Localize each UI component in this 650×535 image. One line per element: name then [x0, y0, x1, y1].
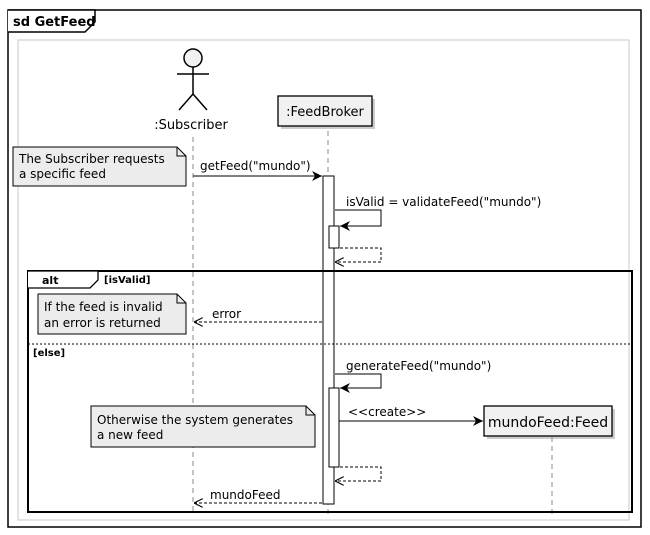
msg-create-label: <<create>> — [348, 405, 426, 419]
note-generate — [90, 405, 316, 448]
broker-activation-main — [322, 175, 335, 505]
alt-guard: [isValid] — [104, 275, 150, 286]
msg-validate-arrow — [335, 209, 382, 231]
feed-head — [483, 405, 613, 437]
frame-title: sd GetFeed — [13, 15, 96, 30]
alt-label: alt — [42, 274, 58, 287]
note-invalid — [37, 293, 187, 335]
note-invalid-line2: an error is returned — [44, 316, 161, 330]
note-request-line2: a specific feed — [19, 167, 106, 181]
msg-generate-arrow — [335, 373, 382, 393]
note-invalid-line1: If the feed is invalid — [44, 300, 163, 314]
inner-frame — [17, 39, 630, 521]
note-generate-line1: Otherwise the system generates — [97, 413, 293, 427]
note-request-line1: The Subscriber requests — [18, 152, 165, 166]
broker-head — [277, 95, 373, 127]
msg-getfeed-label: getFeed("mundo") — [200, 159, 311, 173]
msg-validate-label: isValid = validateFeed("mundo") — [346, 195, 541, 209]
feed-label: mundoFeed:Feed — [488, 415, 608, 431]
outer-frame — [7, 9, 642, 528]
note-request — [12, 146, 187, 187]
subscriber-actor-icon — [177, 48, 209, 111]
broker-activation-generate — [328, 387, 340, 468]
msg-result-label: mundoFeed — [210, 488, 281, 502]
broker-activation-validate — [328, 225, 340, 249]
alt-else-guard: [else] — [33, 348, 65, 359]
msg-error-label: error — [212, 307, 241, 321]
frame-title-tab — [8, 9, 96, 33]
msg-generate-return — [335, 466, 382, 481]
msg-generate-label: generateFeed("mundo") — [346, 359, 491, 373]
alt-fragment-tab — [28, 270, 99, 289]
subscriber-label: :Subscriber — [154, 118, 228, 133]
alt-fragment — [27, 270, 633, 513]
broker-label: :FeedBroker — [286, 105, 364, 120]
msg-validate-return — [335, 247, 382, 262]
note-generate-line2: a new feed — [97, 428, 163, 442]
